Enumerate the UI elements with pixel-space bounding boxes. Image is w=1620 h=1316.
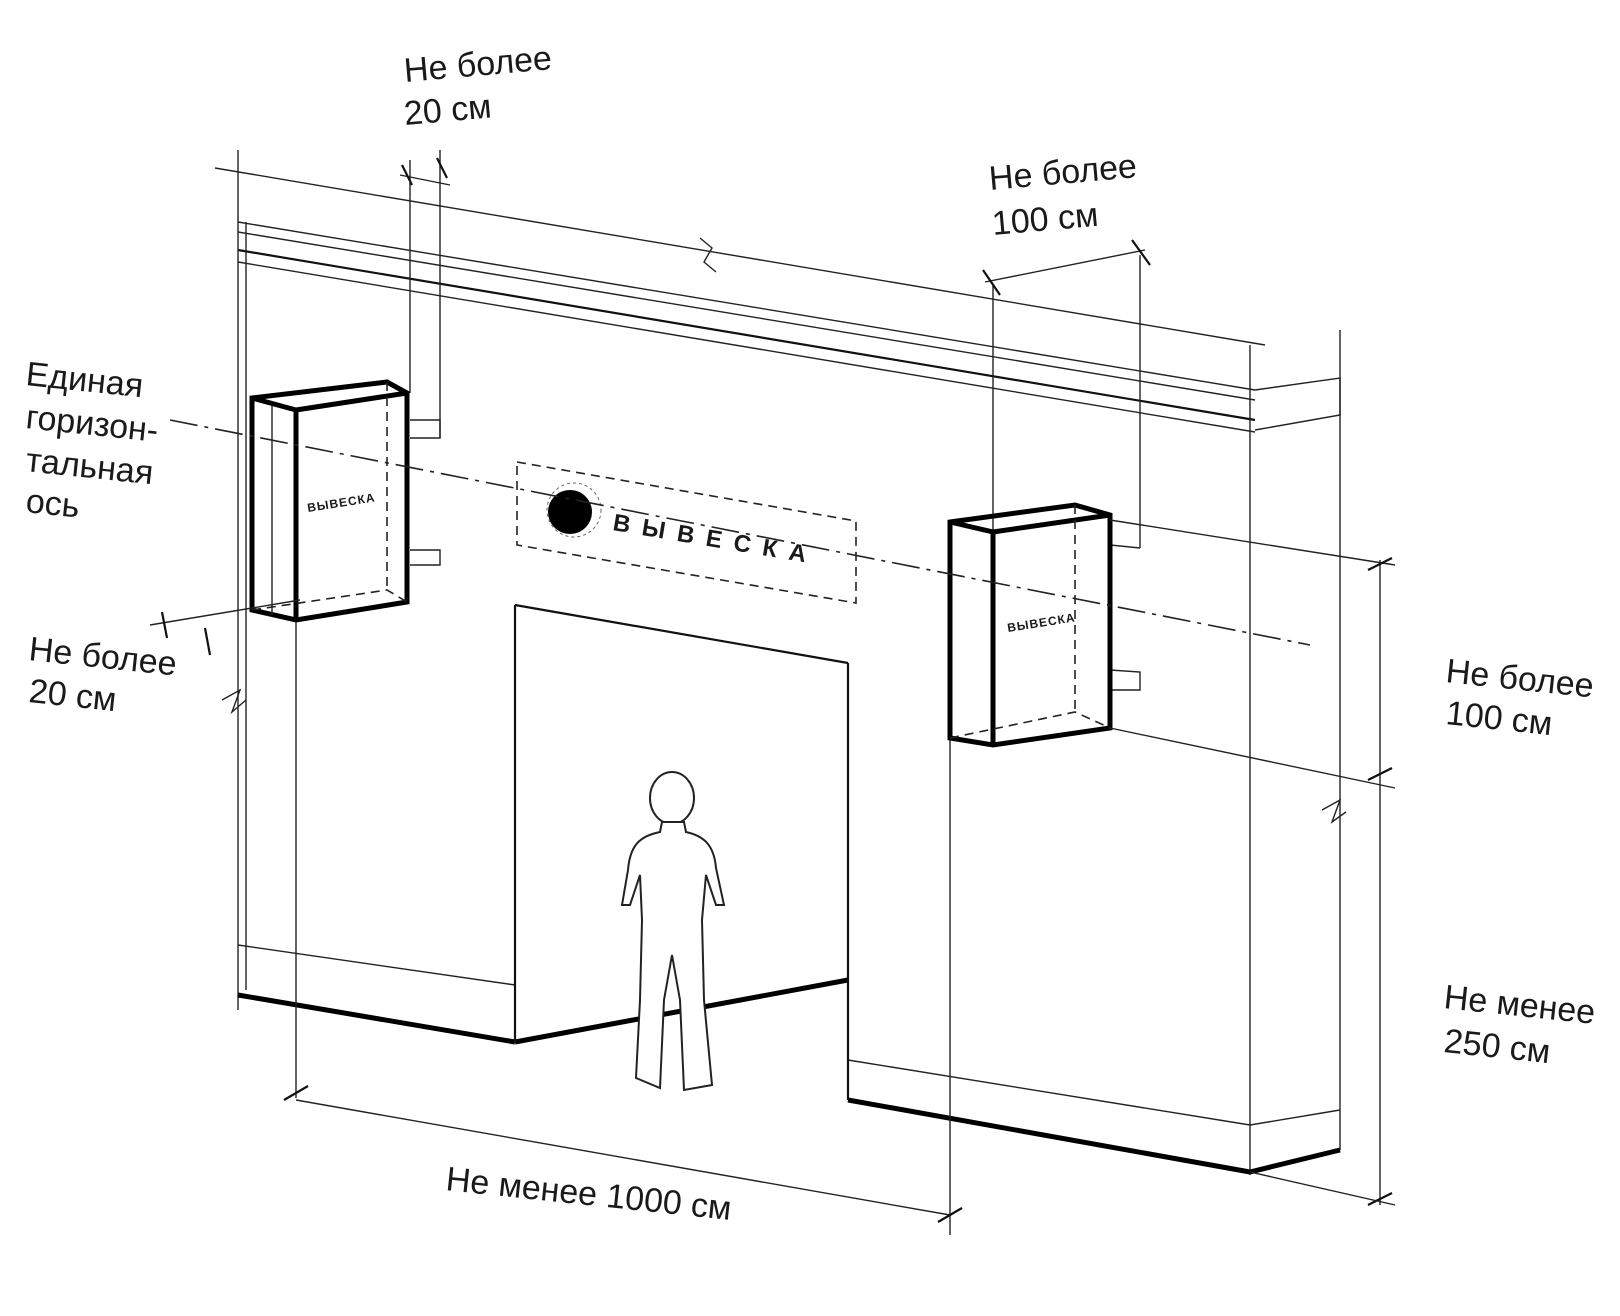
dim-left-depth-tick-2 — [203, 627, 212, 656]
label-top-right-line1: Не более — [987, 147, 1138, 198]
right-box-sign-text: ВЫВЕСКА — [1006, 610, 1076, 635]
dim-bottom-line — [295, 1099, 951, 1216]
left-box-hidden-bottom — [251, 589, 408, 611]
figure-head — [649, 771, 695, 825]
right-projecting-sign: ВЫВЕСКА — [947, 255, 1396, 789]
dim-left-depth-tick-1 — [160, 611, 169, 639]
dim-bottom-tick-2 — [937, 1207, 963, 1223]
break-mark-top — [699, 237, 717, 273]
right-box-top-extension — [1109, 519, 1396, 566]
dim-right-tick-bottom — [1367, 1192, 1393, 1206]
doorway-lintel — [514, 603, 849, 665]
left-bracket-bottom — [410, 549, 441, 566]
center-flat-sign: ВЫВЕСКА — [516, 461, 857, 604]
left-box-front-edge — [251, 395, 299, 620]
right-box-hidden-bottom — [949, 711, 1111, 739]
dimensions — [149, 157, 1396, 1223]
plinth-right — [847, 1059, 1251, 1126]
center-panel-outline — [516, 461, 857, 604]
cornice-line-3 — [237, 248, 1256, 422]
label-right-height-line2: 100 см — [1444, 694, 1554, 743]
right-bracket-bottom — [1109, 669, 1141, 691]
facade — [214, 150, 1347, 1175]
dim-top-left-tick-2 — [436, 157, 448, 179]
right-box-bottom-extension — [1109, 727, 1396, 789]
left-bracket-top — [410, 419, 441, 439]
dim-right-tick-mid — [1367, 767, 1393, 781]
dim-top-right-line — [984, 249, 1146, 283]
cornice-line-2 — [237, 231, 1256, 401]
dim-right-ground-extension — [1249, 1171, 1396, 1206]
label-axis-line1: Единая — [24, 355, 145, 405]
right-box-top-front — [992, 512, 1111, 535]
right-box-front-edge — [949, 519, 996, 745]
label-right-clearance-line2: 250 см — [1442, 1022, 1552, 1071]
top-extension-line — [214, 167, 1266, 346]
unified-horizontal-axis — [169, 419, 1311, 646]
labels: Не более 20 см Не более 100 см Единая го… — [24, 39, 1597, 1228]
break-mark-right — [1321, 798, 1347, 824]
label-top-left-line2: 20 см — [402, 87, 493, 132]
dim-top-right-tick-1 — [982, 269, 1001, 296]
left-box-top-front — [295, 390, 408, 413]
dim-right-tick-top — [1367, 557, 1393, 571]
cornice-line-1 — [237, 221, 1256, 391]
plinth-left — [237, 944, 516, 986]
ground-corner — [1249, 1147, 1341, 1175]
left-box-sign-text: ВЫВЕСКА — [306, 490, 376, 515]
cornice-end — [1254, 377, 1341, 431]
break-mark-left — [221, 688, 247, 715]
ground-right — [847, 1097, 1251, 1175]
ground-left — [237, 992, 516, 1045]
cornice-line-4 — [237, 261, 1256, 433]
doorway — [295, 590, 951, 1235]
label-left-depth-line2: 20 см — [27, 672, 118, 719]
dim-left-depth-line — [149, 599, 301, 626]
center-sign-text: ВЫВЕСКА — [611, 509, 820, 570]
dim-top-right-tick-2 — [1131, 239, 1151, 266]
label-bottom-length: Не менее 1000 см — [444, 1160, 733, 1228]
human-figure — [620, 771, 726, 1092]
plinth-corner — [1249, 1109, 1341, 1126]
dim-top-left-tick-1 — [401, 164, 413, 186]
label-top-right-line2: 100 см — [990, 196, 1099, 243]
label-axis-line4: ось — [24, 482, 81, 525]
dim-bottom-tick-1 — [283, 1085, 309, 1101]
label-top-left-line1: Не более — [402, 39, 553, 90]
left-projecting-sign: ВЫВЕСКА — [249, 150, 441, 623]
logo-circle-halo — [546, 482, 602, 538]
figure-body — [620, 821, 726, 1092]
